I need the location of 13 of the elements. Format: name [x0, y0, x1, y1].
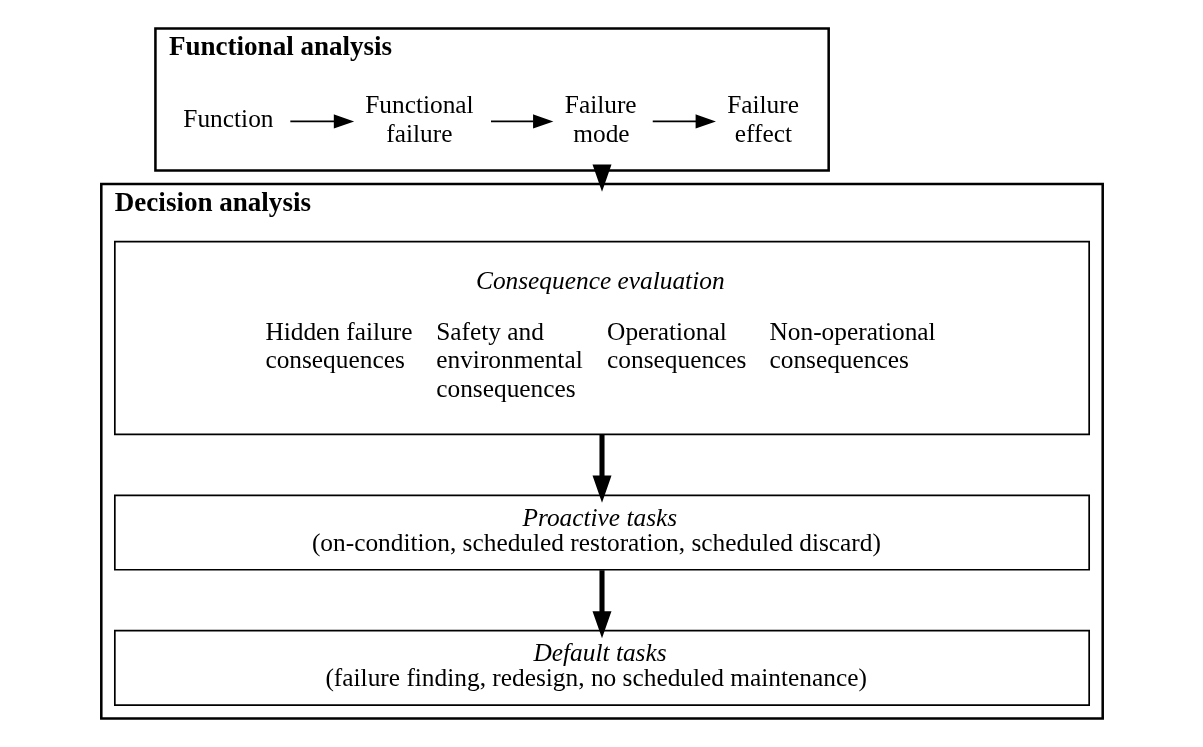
node-text: Function [182, 104, 274, 133]
arrow [489, 114, 553, 129]
node-text: Functional failure [364, 90, 474, 147]
arrow [651, 114, 716, 129]
node-box: Proactive tasks (on-condition, scheduled restoration, scheduled discard) [113, 494, 1090, 571]
node-text: Failure mode [564, 90, 637, 147]
arrow [592, 164, 611, 192]
arrow [592, 570, 611, 639]
node-text: Failure effect [726, 90, 799, 147]
node-box: Default tasks (failure finding, redesign, no scheduled maintenance) [113, 629, 1090, 706]
arrow [289, 114, 354, 129]
node-box: Consequence evaluation Hidden failure consequences Safety and environmental consequences Operational consequences Non-operational consequences [113, 240, 1090, 436]
arrow [592, 434, 611, 503]
